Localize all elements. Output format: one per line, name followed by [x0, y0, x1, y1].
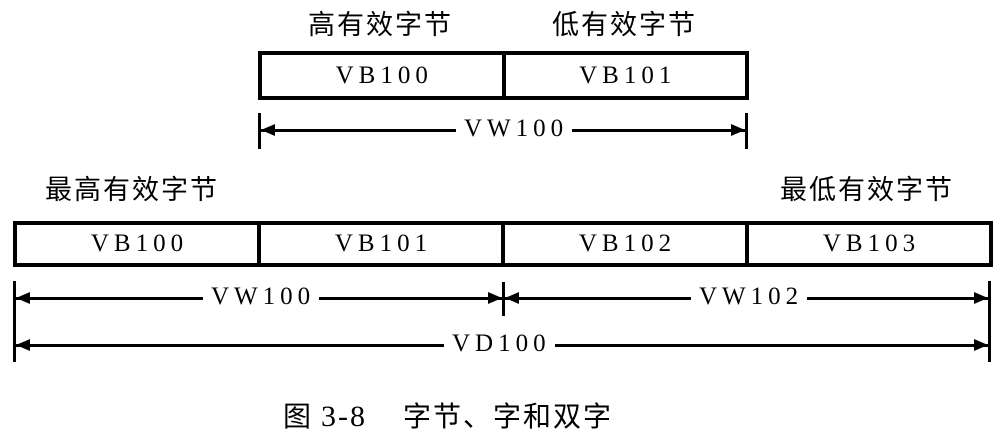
dimension-tick-right: [988, 281, 991, 362]
arrowhead-right-icon: [974, 292, 988, 304]
dimension-tick-left: [13, 281, 16, 362]
word-label-vw100: VW100: [203, 283, 320, 311]
high-byte-label: 高有效字节: [308, 10, 453, 41]
least-significant-byte-label: 最低有效字节: [780, 175, 954, 206]
arrowhead-right-icon: [731, 124, 745, 136]
caption-title: 字节、字和双字: [403, 400, 614, 433]
most-significant-byte-label: 最高有效字节: [45, 175, 219, 206]
dword-label-vd100: VD100: [444, 330, 555, 358]
arrowhead-left-icon: [16, 292, 30, 304]
dimension-tick-middle: [502, 282, 505, 316]
word-byte-box: VB100 VB101: [258, 51, 749, 100]
dword-byte-box: VB100 VB101 VB102 VB103: [13, 221, 993, 267]
caption-prefix: 图: [283, 400, 314, 433]
dword-dimension-arrow-vd100: VD100: [16, 330, 988, 358]
dimension-tick-left: [258, 113, 261, 149]
word-label-vw102: VW102: [691, 283, 808, 311]
word-dimension-arrow: VW100: [261, 115, 745, 143]
caption-number: 3-8: [321, 400, 368, 433]
dimension-tick-right: [745, 113, 748, 149]
byte-cell-vb101: VB101: [501, 55, 746, 96]
byte-cell-vb100: VB100: [90, 230, 189, 257]
low-byte-label: 低有效字节: [552, 10, 697, 41]
arrowhead-left-icon: [16, 339, 30, 351]
arrowhead-right-icon: [488, 292, 502, 304]
word-dimension-arrow-vw100: VW100: [16, 283, 502, 311]
arrowhead-left-icon: [261, 124, 275, 136]
byte-cell-vb103: VB103: [745, 225, 989, 263]
byte-cell-vb101: VB101: [257, 225, 501, 263]
word-dimension-arrow-vw102: VW102: [505, 283, 988, 311]
byte-cell-vb100: VB100: [335, 61, 433, 89]
arrowhead-left-icon: [505, 292, 519, 304]
arrowhead-right-icon: [974, 339, 988, 351]
byte-cell-vb102: VB102: [501, 225, 745, 263]
word-label-vw100: VW100: [456, 115, 573, 143]
